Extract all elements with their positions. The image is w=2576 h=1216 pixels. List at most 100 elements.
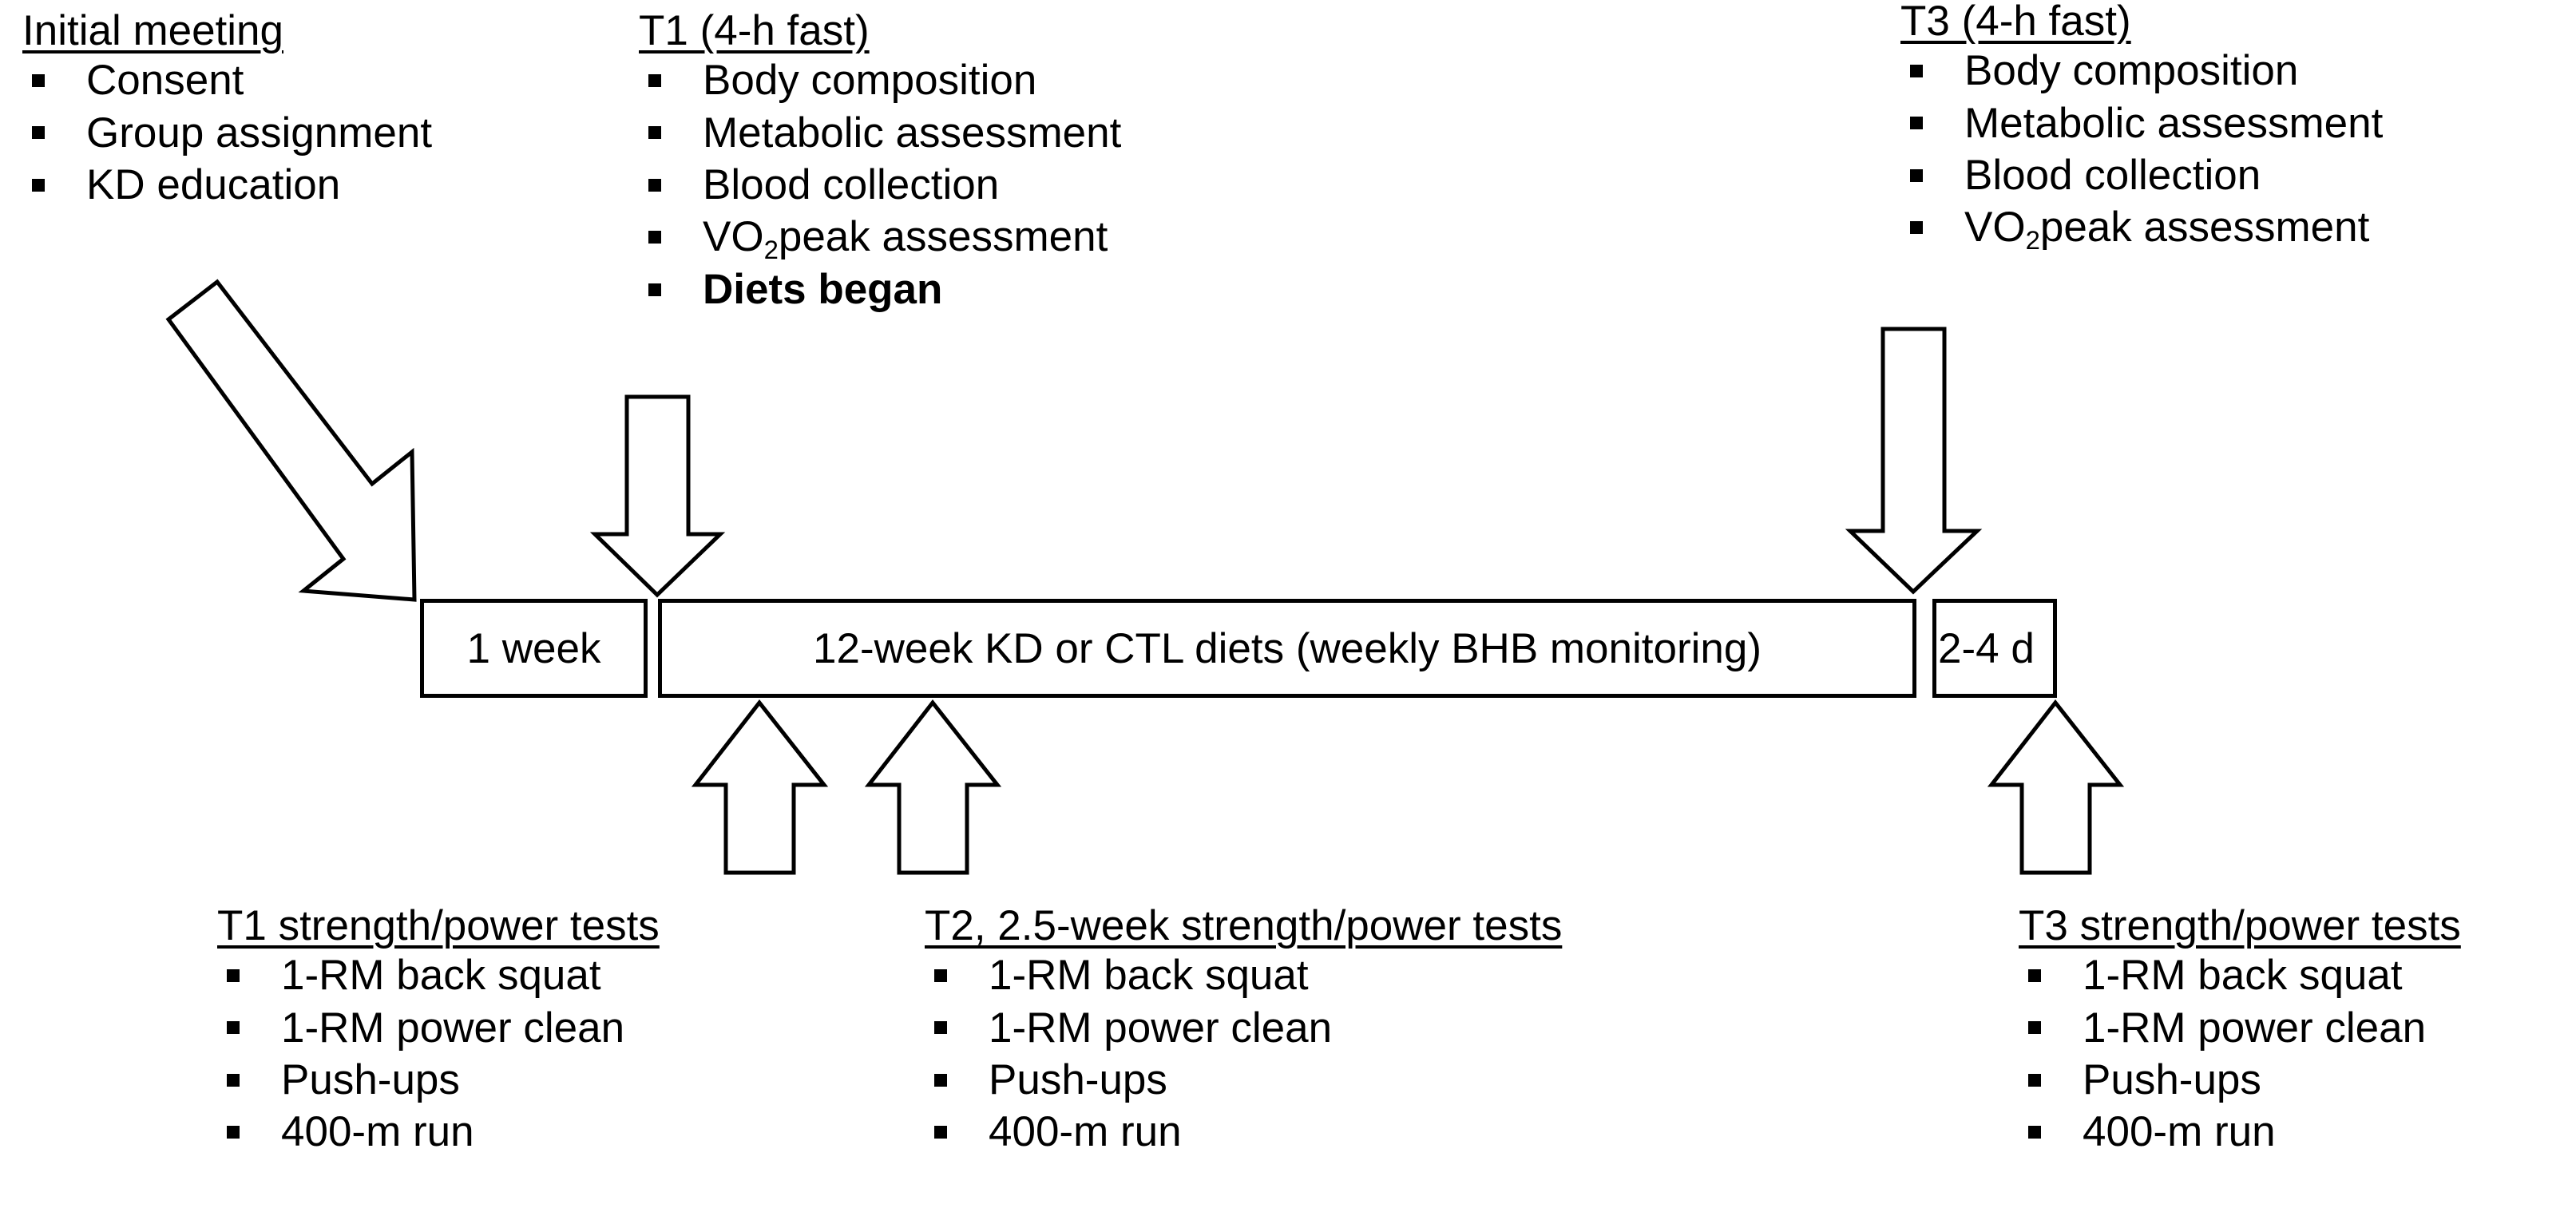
list-item: 1-RM power clean [925, 1004, 1562, 1052]
square-bullet-icon [227, 1126, 240, 1139]
up-arrow-t3-tests [1987, 699, 2125, 875]
t3-tests-title: T3 strength/power tests [2019, 902, 2461, 949]
t3-visit-block: T3 (4-h fast) Body composition Metabolic… [1900, 0, 2383, 255]
list-item: 1-RM power clean [217, 1004, 660, 1052]
t2-tests-title: T2, 2.5-week strength/power tests [925, 902, 1563, 949]
list-item-label: Body composition [1964, 47, 2299, 95]
list-item: VO2peak assessment [1900, 203, 2383, 255]
list-item-label-prefix: VO [1964, 204, 2026, 252]
list-item: Push-ups [217, 1056, 660, 1104]
list-item-label: 400-m run [989, 1108, 1182, 1156]
list-item-label: Push-ups [281, 1056, 460, 1103]
square-bullet-icon [227, 968, 240, 982]
list-item: Blood collection [639, 160, 1121, 209]
t1-tests-block: T1 strength/power tests 1-RM back squat … [217, 902, 660, 1157]
square-bullet-icon [1910, 168, 1923, 182]
list-item-label: 1-RM power clean [281, 1004, 625, 1052]
initial-meeting-title: Initial meeting [22, 7, 284, 54]
square-bullet-icon [32, 178, 45, 192]
diagonal-arrow-initial-meeting [165, 279, 417, 602]
list-item-label: 400-m run [2083, 1108, 2276, 1156]
up-arrow-t2-tests [864, 699, 1002, 875]
square-bullet-icon [227, 1021, 240, 1035]
square-bullet-icon [648, 178, 661, 192]
list-item: Metabolic assessment [1900, 99, 2383, 148]
list-item-label: 400-m run [281, 1108, 474, 1156]
t1-visit-title: T1 (4-h fast) [639, 7, 870, 54]
list-item-label: 1-RM back squat [281, 952, 601, 1000]
square-bullet-icon [2028, 968, 2041, 982]
list-item-label: 1-RM power clean [2083, 1004, 2427, 1052]
list-item: KD education [22, 160, 432, 209]
square-bullet-icon [648, 73, 661, 87]
down-arrow-t1-visit [589, 394, 726, 598]
list-item-label: 1-RM back squat [2083, 952, 2403, 1000]
timeline-segment-label: 2-4 d [1938, 624, 2035, 672]
square-bullet-icon [2028, 1073, 2041, 1087]
list-item: Body composition [1900, 46, 2383, 95]
square-bullet-icon [934, 968, 947, 982]
list-item: 400-m run [925, 1107, 1562, 1156]
list-item: Body composition [639, 56, 1121, 105]
square-bullet-icon [648, 283, 661, 296]
list-item: 400-m run [2019, 1107, 2461, 1156]
list-item-label-subscript: 2 [763, 234, 779, 264]
list-item: Diets began [639, 265, 1121, 314]
timeline-segment-label: 1 week [466, 624, 601, 672]
square-bullet-icon [2028, 1021, 2041, 1035]
list-item-label: Blood collection [1964, 151, 2261, 199]
list-item-label-prefix: VO [703, 213, 764, 261]
initial-meeting-list: Consent Group assignment KD education [22, 56, 432, 209]
square-bullet-icon [227, 1073, 240, 1087]
square-bullet-icon [934, 1073, 947, 1087]
list-item-label-subscript: 2 [2025, 224, 2040, 255]
list-item: 1-RM back squat [2019, 951, 2461, 1000]
list-item-label: 1-RM power clean [989, 1004, 1333, 1052]
list-item-label: 1-RM back squat [989, 952, 1309, 1000]
t3-tests-block: T3 strength/power tests 1-RM back squat … [2019, 902, 2461, 1157]
list-item: Group assignment [22, 109, 432, 157]
list-item-label: Consent [86, 57, 244, 105]
list-item: 1-RM power clean [2019, 1004, 2461, 1052]
up-arrow-t1-tests [691, 699, 829, 875]
timeline-segment-intervention: 12-week KD or CTL diets (weekly BHB moni… [658, 599, 1916, 698]
t1-visit-list: Body composition Metabolic assessment Bl… [639, 56, 1121, 314]
list-item-label: Group assignment [86, 109, 433, 156]
square-bullet-icon [648, 231, 661, 244]
list-item: Blood collection [1900, 151, 2383, 200]
t2-tests-block: T2, 2.5-week strength/power tests 1-RM b… [925, 902, 1563, 1157]
list-item: 1-RM back squat [217, 951, 660, 1000]
list-item: 1-RM back squat [925, 951, 1562, 1000]
t1-tests-list: 1-RM back squat 1-RM power clean Push-up… [217, 951, 660, 1157]
t3-tests-list: 1-RM back squat 1-RM power clean Push-up… [2019, 951, 2461, 1157]
t3-visit-title: T3 (4-h fast) [1900, 0, 2131, 45]
list-item-label: Blood collection [703, 160, 1000, 208]
square-bullet-icon [1910, 64, 1923, 77]
t1-tests-title: T1 strength/power tests [217, 902, 660, 949]
timeline-segment-run-in: 1 week [420, 599, 648, 698]
list-item-label-suffix: peak assessment [2039, 204, 2370, 252]
list-item: 400-m run [217, 1107, 660, 1156]
square-bullet-icon [32, 73, 45, 87]
t2-tests-list: 1-RM back squat 1-RM power clean Push-up… [925, 951, 1562, 1157]
list-item-label: Push-ups [989, 1056, 1167, 1103]
list-item-label: Metabolic assessment [703, 109, 1122, 156]
square-bullet-icon [1910, 117, 1923, 130]
list-item-label: Diets began [703, 265, 943, 313]
list-item: Consent [22, 56, 432, 105]
down-arrow-t3-visit [1845, 327, 1983, 595]
initial-meeting-block: Initial meeting Consent Group assignment… [22, 7, 432, 209]
square-bullet-icon [1910, 221, 1923, 235]
list-item-label: Metabolic assessment [1964, 99, 2384, 147]
square-bullet-icon [648, 126, 661, 140]
square-bullet-icon [2028, 1126, 2041, 1139]
list-item: Push-ups [2019, 1056, 2461, 1104]
timeline-segment-post: 2-4 d [1932, 599, 2057, 698]
list-item-label-suffix: peak assessment [778, 213, 1108, 261]
list-item: VO2peak assessment [639, 212, 1121, 264]
square-bullet-icon [934, 1126, 947, 1139]
list-item: Metabolic assessment [639, 109, 1121, 157]
list-item-label: KD education [86, 160, 341, 208]
square-bullet-icon [934, 1021, 947, 1035]
